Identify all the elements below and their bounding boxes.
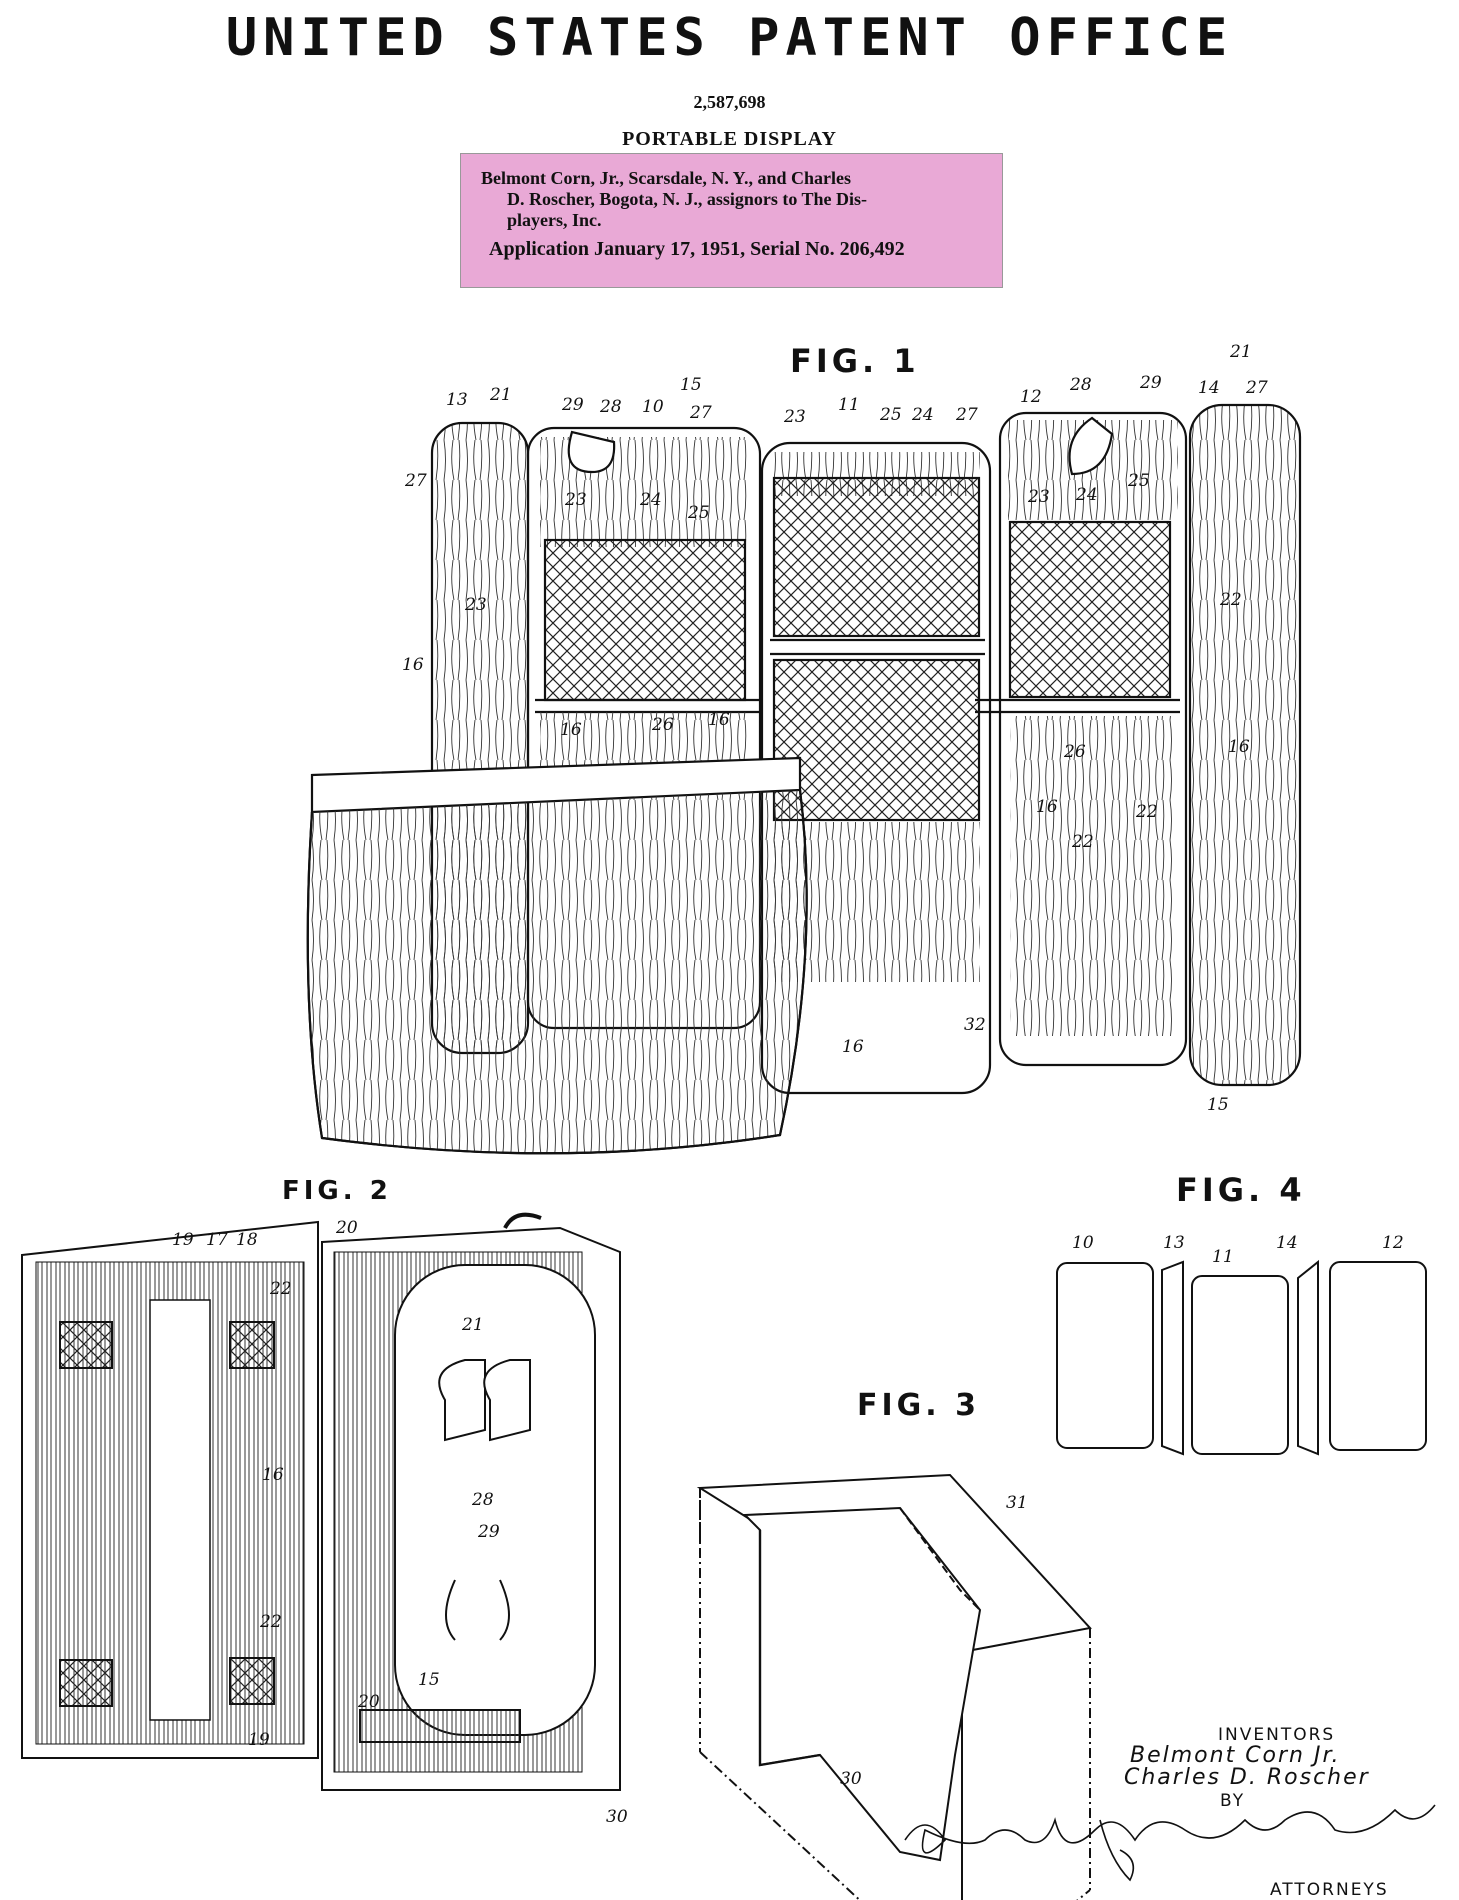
attorneys-label: ATTORNEYS	[1270, 1880, 1389, 1900]
fig1-ref-23a: 23	[783, 407, 806, 427]
fig1-ref-23c: 25	[1127, 471, 1150, 491]
fig2-ref-16: 16	[262, 1465, 284, 1485]
fig1-ref-16c: 16	[708, 710, 730, 730]
fig2-ref-19b: 19	[248, 1730, 270, 1750]
fig1-ref-21: 21	[489, 385, 512, 405]
fig1-ref-27b: 27	[404, 471, 427, 491]
fig1-ref-25a: 25	[879, 405, 902, 425]
fig1-ref-26a: 26	[651, 715, 674, 735]
fig1-ref-13: 13	[446, 390, 468, 410]
inventors-heading: INVENTORS	[1218, 1725, 1335, 1745]
fig1-ref-24b: 24	[639, 490, 662, 510]
fig3-ref-30: 30	[840, 1769, 862, 1789]
fig1-drawing	[308, 405, 1300, 1153]
fig1-ref-16f: 22	[1135, 802, 1158, 822]
fig4-ref-12: 12	[1382, 1233, 1404, 1253]
fig1-ref-26b: 26	[1063, 742, 1086, 762]
fig1-panel-12	[975, 413, 1186, 1065]
fig3-ref-31: 31	[1006, 1493, 1028, 1513]
inventor-name-2: Charles D. Roscher	[1124, 1765, 1370, 1790]
fig1-ref-29b: 29	[1139, 373, 1162, 393]
fig1-ref-14: 14	[1198, 378, 1220, 398]
fig2-ref-20b: 20	[357, 1692, 380, 1712]
fig1-ref-24a: 24	[911, 405, 934, 425]
fig4-ref-11: 11	[1212, 1247, 1234, 1267]
fig4-ref-10: 10	[1072, 1233, 1094, 1253]
fig1-ref-21b: 21	[1229, 342, 1252, 362]
fig2-case-lid	[22, 1222, 318, 1758]
fig1-ref-27c: 27	[955, 405, 978, 425]
fig2-ref-21: 21	[461, 1315, 484, 1335]
fig2-ref-22a: 22	[269, 1279, 292, 1299]
fig2-ref-18: 18	[236, 1230, 258, 1250]
fig1-ref-28b: 28	[1069, 375, 1092, 395]
fig1-ref-23b: 23	[564, 490, 587, 510]
fig2-ref-15: 15	[418, 1670, 440, 1690]
fig1-ref-10: 10	[642, 397, 664, 417]
fig1-ref-22b: 22	[1219, 590, 1242, 610]
fig1-ref-32: 16	[842, 1037, 864, 1057]
fig2-ref-28: 28	[471, 1490, 494, 1510]
fig2-ref-22b: 22	[259, 1612, 282, 1632]
fig2-ref-29: 29	[477, 1522, 500, 1542]
fig2-ref-17: 17	[206, 1230, 228, 1250]
fig1-ref-16b: 16	[560, 720, 582, 740]
fig1-ref-27a: 27	[689, 403, 712, 423]
fig1-ref-15b: 32	[964, 1015, 986, 1035]
fig1-ref-25b: 25	[687, 503, 710, 523]
fig1-ref-11: 11	[838, 395, 860, 415]
fig1-ref-22a: 23	[464, 595, 487, 615]
by-label: BY	[1220, 1791, 1245, 1811]
fig1-ref-25c: 24	[1075, 485, 1098, 505]
fig1-ref-29: 29	[561, 395, 584, 415]
fig3-drawing	[700, 1475, 1090, 1900]
fig1-ref-21c: 15	[1207, 1095, 1229, 1115]
fig1-ref-24c: 23	[1027, 487, 1050, 507]
fig1-ref-16a: 16	[402, 655, 424, 675]
fig1-ref-28: 28	[599, 397, 622, 417]
fig1-ref-27d: 27	[1245, 378, 1268, 398]
fig2-ref-30: 30	[606, 1807, 628, 1827]
fig1-ref-22c: 22	[1071, 832, 1094, 852]
fig2-drawing	[22, 1215, 620, 1790]
fig1-ref-12: 12	[1020, 387, 1042, 407]
fig1-table	[308, 758, 807, 1153]
fig2-ref-20a: 20	[335, 1218, 358, 1238]
fig1-ref-16d: 16	[1228, 737, 1250, 757]
fig4-ref-14: 14	[1276, 1233, 1298, 1253]
fig1-ref-16e: 16	[1036, 797, 1058, 817]
fig1-ref-15: 15	[680, 375, 702, 395]
attorneys-signature	[905, 1805, 1435, 1880]
fig4-drawing	[1057, 1262, 1426, 1454]
fig4-ref-13: 13	[1163, 1233, 1185, 1253]
fig2-ref-19a: 19	[172, 1230, 194, 1250]
